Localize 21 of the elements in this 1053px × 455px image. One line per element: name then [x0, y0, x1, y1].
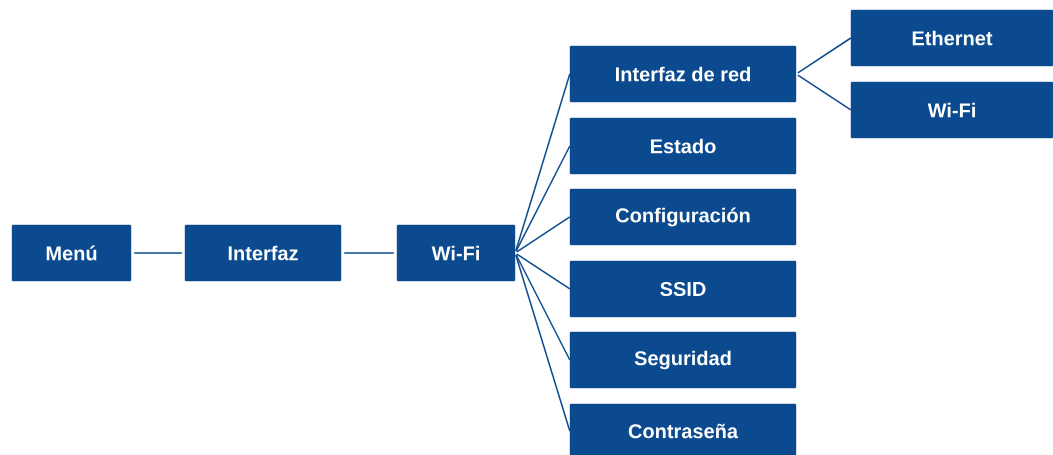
connector-line	[515, 145, 571, 252]
menu-box: Seguridad	[569, 331, 797, 389]
connector-line	[516, 253, 571, 290]
connector-line	[515, 254, 571, 432]
connector-line	[515, 254, 571, 361]
connector-line	[516, 216, 571, 253]
menu-box: Estado	[569, 117, 797, 175]
menu-box: SSID	[569, 260, 797, 318]
connector-line	[797, 74, 852, 111]
menu-box: Menú	[11, 224, 132, 282]
menu-box: Ethernet	[850, 9, 1053, 67]
menu-box: Wi-Fi	[850, 81, 1053, 139]
menu-box: Contraseña	[569, 403, 797, 455]
connector-line	[133, 252, 183, 254]
menu-box: Wi-Fi	[396, 224, 516, 282]
menu-box: Configuración	[569, 188, 797, 246]
connector-line	[515, 73, 571, 252]
connector-line	[797, 37, 852, 74]
menu-box: Interfaz	[184, 224, 342, 282]
connector-line	[343, 252, 395, 254]
menu-box: Interfaz de red	[569, 45, 797, 103]
